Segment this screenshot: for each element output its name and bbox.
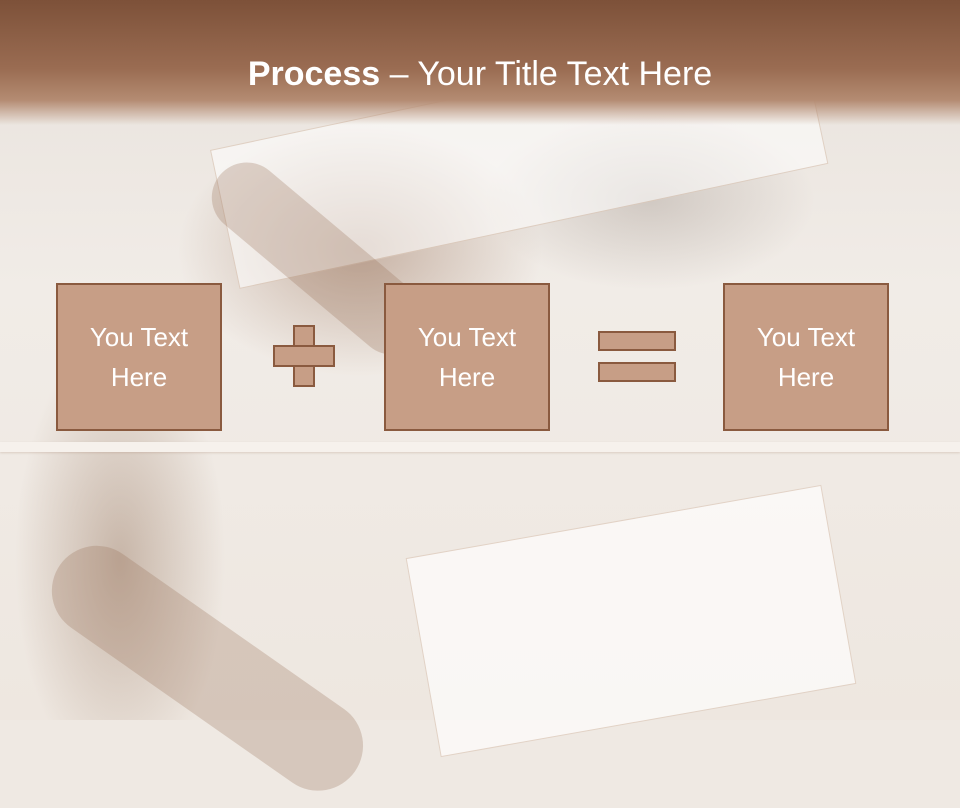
- arm-shape: [34, 528, 381, 808]
- equals-icon[interactable]: [598, 331, 676, 383]
- process-box-1[interactable]: You Text Here: [56, 283, 222, 431]
- header-band: [0, 0, 960, 125]
- tile-shape: [405, 484, 857, 758]
- divider-band: [0, 442, 960, 452]
- title-strong: Process: [247, 55, 381, 93]
- process-box-1-text: You Text Here: [89, 322, 189, 392]
- plus-icon[interactable]: [273, 325, 335, 387]
- title-rest: – Your Title Text Here: [380, 55, 713, 93]
- process-box-3-text: You Text Here: [756, 322, 856, 392]
- process-box-2[interactable]: You Text Here: [384, 283, 550, 431]
- process-box-2-text: You Text Here: [417, 322, 517, 392]
- process-box-3[interactable]: You Text Here: [723, 283, 889, 431]
- slide-title[interactable]: Process – Your Title Text Here: [0, 52, 960, 96]
